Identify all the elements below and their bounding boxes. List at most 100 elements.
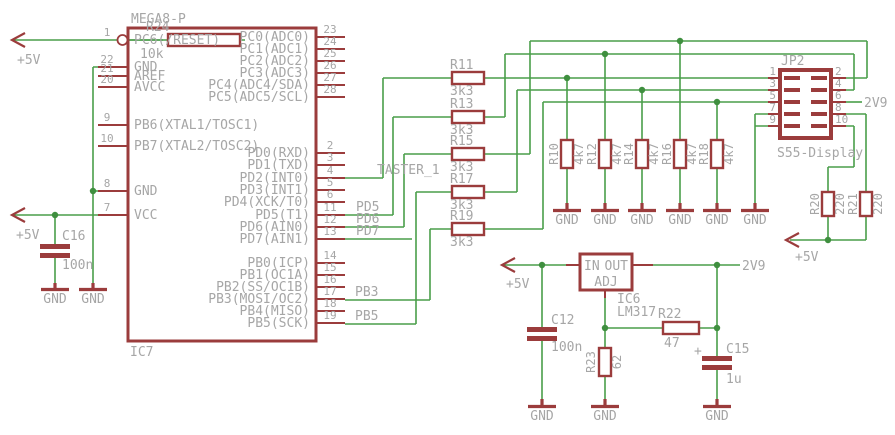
pin-number: 10 <box>835 113 848 126</box>
net-label-5v: +5V <box>17 53 41 68</box>
plus5v-arrow-icon[interactable] <box>783 232 800 248</box>
resistor-r19[interactable] <box>450 221 486 237</box>
pin-number: 9 <box>104 111 111 124</box>
plus5v-arrow-icon[interactable] <box>9 207 26 223</box>
resistor-r10[interactable] <box>559 138 575 170</box>
net-2v9-out[interactable] <box>650 264 740 399</box>
pin-label: PD2(INT0) <box>240 171 310 186</box>
ic7-name: MEGA8-P <box>131 12 186 27</box>
pin-label: PC1(ADC1) <box>240 42 310 57</box>
part-ref: R10 <box>547 143 561 165</box>
jp2-stubs[interactable] <box>768 77 846 127</box>
pin-number: 14 <box>323 249 337 262</box>
capacitor-c15-plate[interactable] <box>702 365 732 370</box>
net-pb5-r17-jp3[interactable] <box>345 89 768 325</box>
resistor-r18[interactable] <box>709 138 725 170</box>
net-label-pd7: PD7 <box>356 224 379 239</box>
junction-dot <box>713 98 721 106</box>
resistor-r11[interactable] <box>450 70 486 86</box>
part-ref: R15 <box>450 134 473 149</box>
part-ref: R17 <box>450 172 473 187</box>
pin-label: PC5(ADC5/SCL) <box>208 90 310 105</box>
resistor-r13[interactable] <box>450 109 486 125</box>
jp2-contact[interactable] <box>784 100 800 104</box>
gnd-label: GND <box>43 292 67 307</box>
jp2-contact[interactable] <box>811 112 827 116</box>
pin-number: 22 <box>100 53 113 66</box>
net-pulldowns[interactable] <box>566 41 718 203</box>
pin-label: PD7(AIN1) <box>240 232 310 247</box>
part-ref: C16 <box>62 229 85 244</box>
part-value: 4k7 <box>647 143 661 165</box>
pin-number: 3 <box>327 151 334 164</box>
jp2-contact[interactable] <box>784 112 800 116</box>
pin-label: PD0(RXD) <box>247 146 310 161</box>
resistor-r21[interactable] <box>858 190 874 218</box>
resistor-r24[interactable] <box>166 32 242 48</box>
pin-label: PB0(ICP) <box>247 256 310 271</box>
pin-label: PB4(MISO) <box>240 304 310 319</box>
ic6-body[interactable] <box>578 252 634 292</box>
pin-number: 4 <box>835 77 842 90</box>
part-ref: R21 <box>846 193 860 215</box>
ic7-right-stubs[interactable] <box>316 36 345 324</box>
resistor-r14[interactable] <box>634 138 650 170</box>
capacitor-c12-plate[interactable] <box>527 327 557 332</box>
gnd-symbols[interactable] <box>41 203 769 409</box>
part-value: 3k3 <box>450 198 473 213</box>
junction-dot <box>676 37 684 45</box>
resistor-r12[interactable] <box>597 138 613 170</box>
pin-number: 6 <box>327 188 334 201</box>
pin-label: VCC <box>134 208 157 223</box>
net-jp10-r20[interactable] <box>827 125 855 240</box>
gnd-label: GND <box>743 213 767 228</box>
pin-number: 6 <box>835 89 842 102</box>
plus5v-arrow-icon[interactable] <box>9 32 26 48</box>
resistor-r20[interactable] <box>820 190 836 218</box>
pin-label: PC6(/RESET) <box>134 33 220 48</box>
ic7-ref: IC7 <box>130 345 153 360</box>
part-ref: C15 <box>726 342 749 357</box>
pin-label: GND <box>134 184 158 199</box>
jp2-contact[interactable] <box>784 88 800 92</box>
net-label-taster1: TASTER_1 <box>377 163 440 178</box>
jp2-contact[interactable] <box>784 124 800 128</box>
capacitor-c15-plate[interactable] <box>702 356 732 361</box>
net-taster-r11-jp1[interactable] <box>345 77 768 179</box>
gnd-label: GND <box>81 292 105 307</box>
resistor-r15[interactable] <box>450 146 486 162</box>
resistor-r16[interactable] <box>672 138 688 170</box>
jp2-contact[interactable] <box>811 100 827 104</box>
ic6-ref: IC6 <box>617 292 640 307</box>
pin-label: PB1(OC1A) <box>240 268 310 283</box>
ic7-body[interactable] <box>126 26 318 343</box>
gnd-label: GND <box>530 409 554 424</box>
junction-dot <box>89 187 97 195</box>
capacitor-c12-plate[interactable] <box>527 336 557 341</box>
resistor-r23[interactable] <box>597 346 613 378</box>
jp2-contact[interactable] <box>811 88 827 92</box>
jp2-contact[interactable] <box>811 76 827 80</box>
jp2-contact[interactable] <box>784 76 800 80</box>
net-jp-gnd[interactable] <box>754 113 768 203</box>
plus5v-arrow-icon[interactable] <box>499 257 516 273</box>
pin-label: PC4(ADC4/SDA) <box>208 78 310 93</box>
net-pb3-r19-jp5[interactable] <box>345 101 768 301</box>
c15-polarity-plus-icon: + <box>694 344 702 359</box>
pin-number: 15 <box>323 261 336 274</box>
jp2-contact[interactable] <box>811 124 827 128</box>
pin-label: PD4(XCK/T0) <box>224 195 310 210</box>
capacitor-c16-plate[interactable] <box>40 253 70 258</box>
jp2-contacts <box>784 76 827 128</box>
part-ref: R14 <box>622 143 636 165</box>
net-label-2v9: 2V9 <box>864 96 887 111</box>
pin-label: PB7(XTAL2/TOSC2) <box>134 139 259 154</box>
part-ref: R11 <box>450 58 473 73</box>
net-gnd-left[interactable] <box>92 66 98 283</box>
resistor-r17[interactable] <box>450 184 486 200</box>
resistor-r22[interactable] <box>661 320 701 336</box>
capacitor-c16-plate[interactable] <box>40 244 70 249</box>
net-label-pd6: PD6 <box>356 212 379 227</box>
ic7-left-stubs[interactable] <box>98 66 128 216</box>
